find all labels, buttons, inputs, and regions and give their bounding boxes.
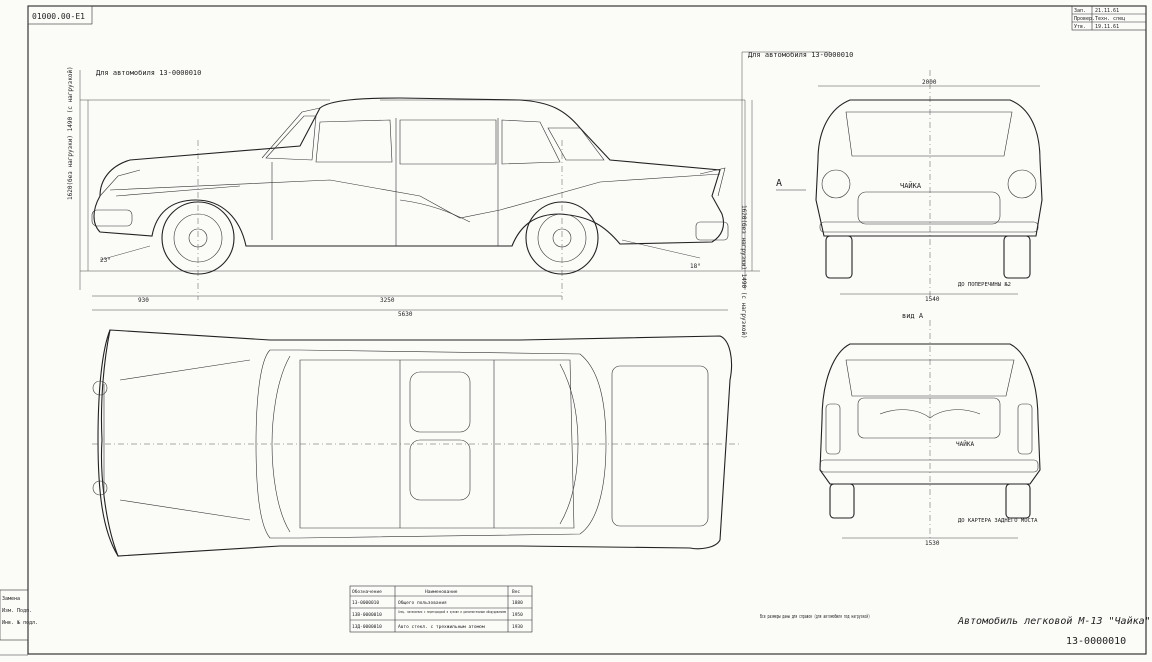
dim-wheelbase: 3250	[380, 297, 395, 304]
side-stamp: Замена Изм. Подп. Инв. № подл.	[0, 589, 38, 641]
front-view: Для автомобиля 13-0000010 2000 ЧАЙКА 154…	[741, 51, 1043, 303]
svg-text:Замена: Замена	[2, 596, 20, 602]
trunk-badge: ЧАЙКА	[956, 441, 974, 448]
dim-rear-track: 1530	[925, 540, 940, 547]
spec-cell: 1930	[512, 624, 523, 630]
spec-cell: 1950	[512, 612, 523, 618]
drawing-number: 13-0000010	[1066, 636, 1126, 647]
tb-cell: 21.11.61	[1095, 8, 1119, 14]
tb-cell: Техн. спец	[1095, 16, 1125, 22]
rear-view: вид A ЧАЙКА 1530 ДО КАРТЕРА ЗАДНЕГО МОСТ…	[819, 312, 1041, 547]
tb-cell: 19.11.61	[1095, 24, 1119, 30]
spec-cell: 13-0000010	[352, 600, 379, 606]
tb-cell: Утв.	[1074, 24, 1086, 30]
spec-cell: 13Д-0000010	[352, 624, 382, 630]
angle-rear: 18°	[690, 263, 701, 270]
spec-cell: 13В-0000010	[352, 612, 382, 618]
side-view: Для автомобиля 13-0000010	[67, 66, 760, 339]
spec-cell: Общего пользования	[398, 599, 447, 606]
top-right-title-block: Зап. Провер. Утв. 21.11.61 Техн. спец 19…	[1071, 5, 1147, 31]
height-left: 1620(без нагрузки) 1490 (с нагрузкой)	[67, 66, 74, 200]
rear-axle-note: ДО КАРТЕРА ЗАДНЕГО МОСТА	[958, 518, 1038, 524]
dim-front-width: 2000	[922, 79, 937, 86]
svg-text:Изм. Подп.: Изм. Подп.	[2, 608, 32, 614]
front-section-label: ДО ПОПЕРЕЧИНЫ №2	[958, 282, 1011, 288]
code-top-left: 01000.00-Е1	[32, 12, 85, 21]
angle-front: 23°	[100, 257, 111, 264]
code-box	[27, 5, 93, 25]
spec-header: Обозначение	[352, 588, 382, 595]
spec-table: Обозначение Наименование Вес 13-0000010 …	[349, 585, 533, 633]
spec-cell: Авто стекл. с трехжильным атомом	[398, 624, 485, 630]
drawing-title: Автомобиль легковой М-13 "Чайка"	[957, 615, 1151, 627]
svg-text:Инв. № подл.: Инв. № подл.	[2, 620, 38, 626]
top-view	[92, 329, 742, 557]
bottom-note: Все размеры даны для справок (для автомо…	[760, 613, 870, 620]
height-right: 1620(без нагрузки) 1490 (с нагрузкой)	[740, 205, 747, 339]
view-a-marker: A	[776, 178, 782, 189]
drawing-frame	[27, 5, 1147, 655]
spec-cell: Спец. назначения с перегородкой в кузове…	[398, 609, 506, 614]
rear-view-label: вид A	[902, 312, 924, 320]
spec-cell: 1880	[512, 600, 523, 606]
tb-cell: Зап.	[1074, 8, 1086, 14]
dim-front-track: 1540	[925, 296, 940, 303]
spec-header: Наименование	[425, 589, 458, 595]
spec-header: Вес	[512, 589, 520, 595]
dim-front-overhang: 930	[138, 297, 149, 304]
front-view-note: Для автомобиля 13-0000010	[748, 51, 853, 59]
tb-cell: Провер.	[1074, 16, 1095, 22]
grille-badge: ЧАЙКА	[900, 181, 922, 190]
side-view-note: Для автомобиля 13-0000010	[96, 69, 201, 77]
dim-overall-length: 5630	[398, 311, 413, 318]
